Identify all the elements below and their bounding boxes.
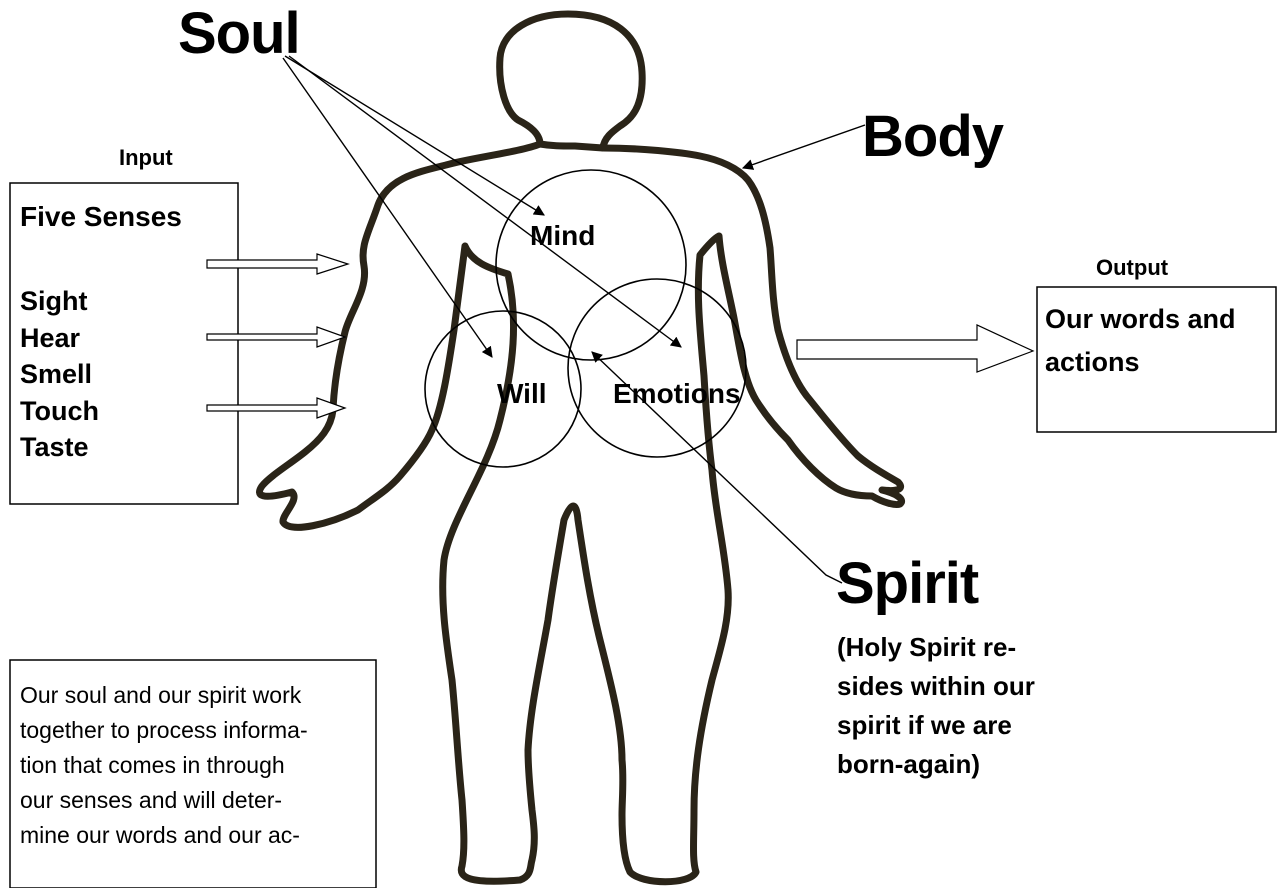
spirit-note-line: (Holy Spirit re- [837, 634, 1016, 660]
caption-line: together to process informa- [20, 719, 308, 742]
emotions-circle [568, 279, 746, 457]
output-arrow [797, 325, 1033, 372]
will-label: Will [497, 380, 547, 408]
mind-circle [496, 170, 686, 360]
caption-line: mine our words and our ac- [20, 824, 300, 847]
body-title: Body [862, 108, 1003, 166]
soul-to-mind-arrow [285, 56, 544, 215]
input-heading: Input [119, 147, 173, 169]
caption-line: tion that comes in through [20, 754, 285, 777]
sense-item: Touch [20, 393, 99, 430]
spirit-note-line: spirit if we are [837, 712, 1012, 738]
spirit-title: Spirit [836, 555, 978, 613]
sense-item: Sight [20, 283, 88, 320]
soul-title: Soul [178, 5, 300, 63]
spirit-note-line: born-again) [837, 751, 980, 777]
caption-line: our senses and will deter- [20, 789, 282, 812]
output-text-line: actions [1045, 349, 1140, 376]
five-senses-title: Five Senses [20, 203, 182, 231]
sense-item: Hear [20, 320, 80, 357]
output-heading: Output [1096, 257, 1168, 279]
caption-line: Our soul and our spirit work [20, 684, 301, 707]
spirit-note-line: sides within our [837, 673, 1035, 699]
emotions-label: Emotions [613, 380, 741, 408]
output-text-line: Our words and [1045, 306, 1236, 333]
mind-label: Mind [530, 222, 595, 250]
sense-item: Smell [20, 356, 92, 393]
soul-to-emotions-arrow [289, 56, 681, 347]
body-head-outline [500, 14, 642, 148]
sense-item: Taste [20, 429, 89, 466]
soul-to-will-arrow [283, 58, 492, 357]
body-arrow [743, 125, 865, 168]
